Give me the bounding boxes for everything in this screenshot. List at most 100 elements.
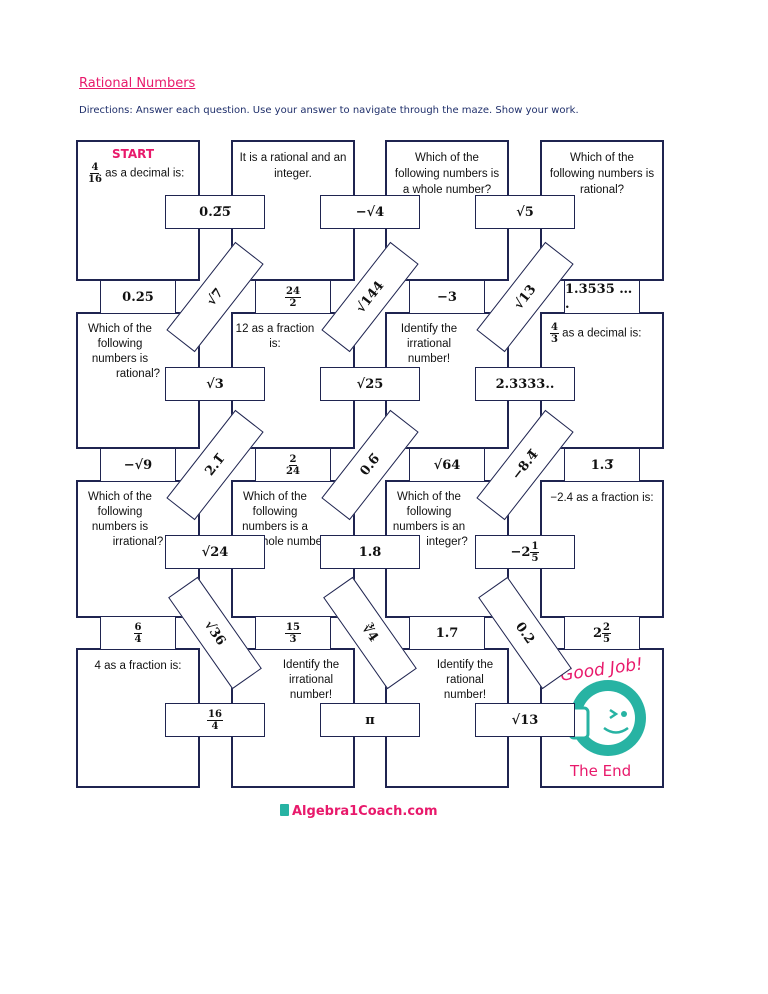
answer-value: √144	[353, 278, 387, 316]
question-text: Identify the irrational number!	[282, 659, 340, 701]
answer-option[interactable]: 1.7	[409, 616, 485, 650]
numerator: 1	[530, 540, 540, 553]
whole-part: 2	[592, 625, 603, 641]
cell-question: Which of the following numbers is ration…	[78, 322, 198, 382]
question-text: 4 as a fraction is:	[94, 660, 182, 672]
numerator: 24	[285, 285, 301, 298]
answer-value: −√4	[355, 204, 385, 220]
answer-option[interactable]: 2.3333..	[475, 367, 575, 401]
question-text: Identify the rational number!	[436, 659, 494, 701]
numerator: 6	[133, 621, 143, 634]
answer-value: √5	[516, 204, 534, 220]
answer-option[interactable]: √25	[320, 367, 420, 401]
question-text: Which of the following numbers is an int…	[392, 491, 468, 548]
answer-value: 1.8	[358, 544, 382, 560]
answer-option[interactable]: −√4	[320, 195, 420, 229]
question-line: Identify the irrational number!	[235, 658, 351, 703]
directions: Directions: Answer each question. Use yo…	[79, 105, 579, 116]
question-line: Which of the following numbers is a whol…	[393, 150, 501, 198]
cell-question: Which of the following numbers is a whol…	[233, 490, 353, 550]
answer-value: √25	[356, 376, 384, 392]
question-text: Which of the following numbers is a whol…	[242, 491, 333, 548]
answer-option[interactable]: 1.3535 … .	[564, 280, 640, 314]
denominator: 16	[88, 174, 102, 185]
question-text: as a decimal is:	[562, 327, 642, 340]
denominator: 24	[286, 465, 300, 477]
calculator-icon	[280, 804, 289, 816]
cell-question: 4 as a fraction is:	[78, 658, 198, 674]
answer-option[interactable]: 0.25	[100, 280, 176, 314]
question-text: 12 as a fraction is:	[235, 323, 315, 350]
numerator: 15	[285, 621, 301, 634]
answer-value: 1.3535 … .	[565, 282, 633, 312]
answer-value: 0.6̅	[357, 451, 383, 479]
answer-value: ∛4	[358, 621, 382, 645]
answer-value: √7	[203, 285, 227, 309]
cell-question: Which of the following numbers is a whol…	[387, 150, 507, 198]
question-line: Which of the following numbers is irrati…	[80, 490, 196, 550]
answer-option[interactable]: −√9	[100, 448, 176, 482]
question-text: −2.4 as a fraction is:	[550, 492, 654, 504]
answer-option[interactable]: 1.3̅	[564, 448, 640, 482]
question-text: Which of the following numbers is a whol…	[394, 152, 500, 196]
answer-option[interactable]: √5	[475, 195, 575, 229]
denominator: 4	[211, 720, 219, 732]
answer-value: 0.25	[122, 289, 154, 305]
answer-value: √36	[201, 617, 229, 649]
denominator: 4	[134, 633, 142, 645]
answer-option[interactable]: √3	[165, 367, 265, 401]
answer-option[interactable]: 1.8	[320, 535, 420, 569]
answer-value: 1.7	[435, 625, 459, 641]
answer-option[interactable]: −3	[409, 280, 485, 314]
answer-value: √64	[433, 457, 461, 473]
denominator: 2	[289, 297, 297, 309]
answer-value: π	[365, 712, 375, 728]
question-text: Which of the following numbers is ration…	[88, 323, 161, 380]
denominator: 5	[531, 552, 539, 564]
cell-question: Which of the following numbers is an int…	[387, 490, 507, 550]
question-line: 12 as a fraction is:	[235, 322, 351, 352]
denominator: 3	[289, 633, 297, 645]
answer-value: 1.3̅	[590, 457, 614, 473]
answer-value: 0.2	[512, 619, 538, 647]
answer-option[interactable]: √13	[475, 703, 575, 737]
cell-question: Identify the irrational number!	[387, 322, 507, 367]
numerator: 2	[288, 453, 298, 466]
whole-part: −2	[510, 544, 531, 560]
footer-text: Algebra1Coach.com	[292, 804, 438, 819]
cell-question: Identify the rational number!	[387, 658, 507, 703]
question-line: Identify the irrational number!	[389, 322, 505, 367]
question-line: Identify the rational number!	[389, 658, 505, 703]
answer-value: −3	[437, 289, 457, 305]
answer-value: √3	[206, 376, 224, 392]
cell-question: Which of the following numbers is ration…	[542, 150, 662, 198]
answer-value: √13	[511, 712, 539, 728]
answer-option[interactable]: 0.2̅5̅	[165, 195, 265, 229]
question-text: Which of the following numbers is irrati…	[88, 491, 164, 548]
footer-brand: Algebra1Coach.com	[280, 804, 438, 819]
answer-value: −√9	[123, 457, 153, 473]
answer-option[interactable]: √24	[165, 535, 265, 569]
answer-value: √13	[510, 281, 540, 313]
start-label: START	[111, 147, 155, 161]
answer-option[interactable]: π	[320, 703, 420, 737]
answer-option[interactable]: √64	[409, 448, 485, 482]
